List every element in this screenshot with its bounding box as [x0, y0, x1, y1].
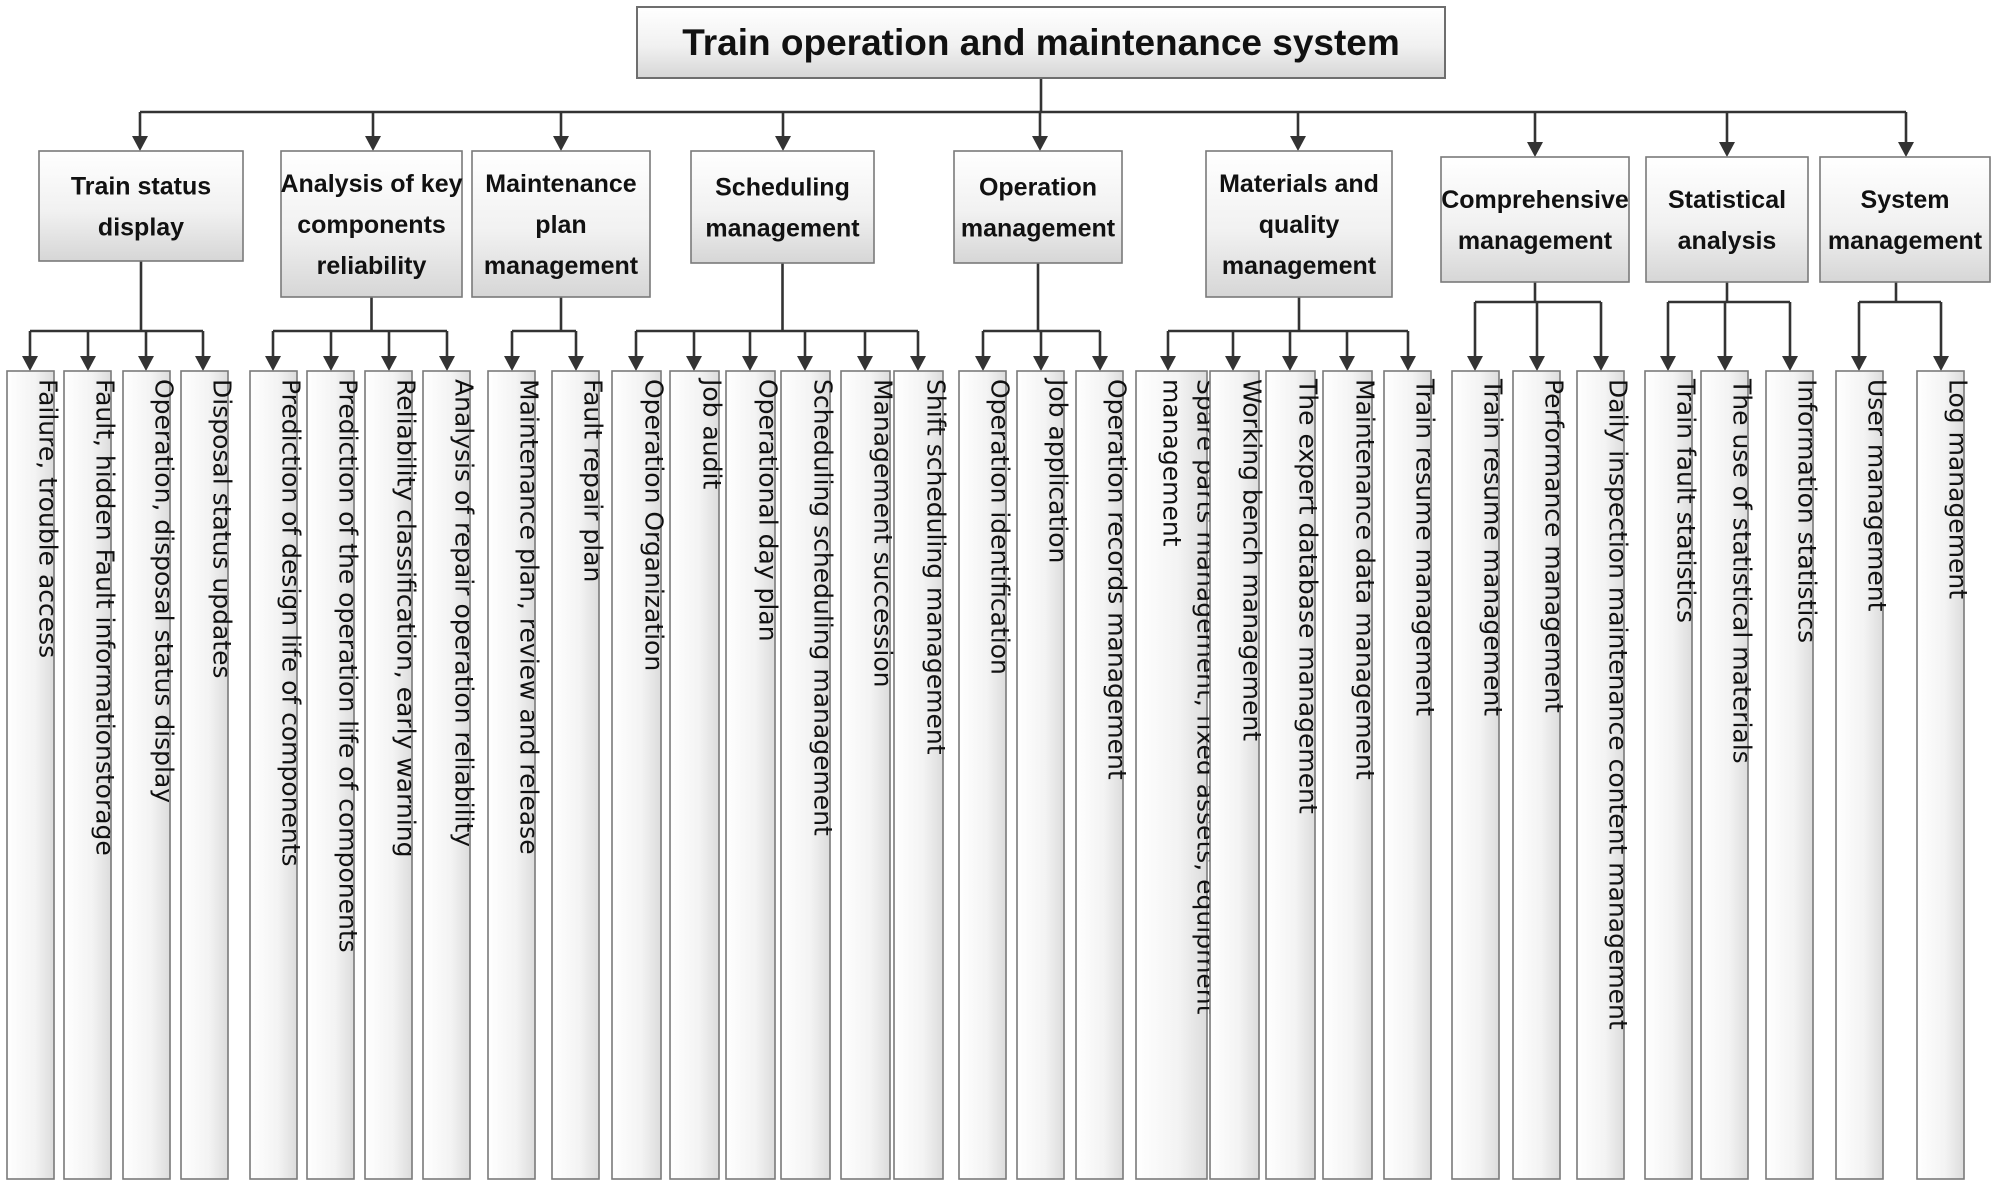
leaf-node: Operation Organization	[611, 370, 669, 1180]
category-label: display	[98, 214, 184, 242]
leaf-label: Analysis of repair operation reliability	[450, 379, 479, 847]
category-label: Maintenance	[485, 170, 637, 198]
category-label: Statistical	[1668, 186, 1786, 214]
leaf-label: The use of statistical materials	[1728, 378, 1757, 764]
category-label: Comprehensive	[1441, 186, 1629, 214]
leaf-node: The use of statistical materials	[1700, 370, 1757, 1180]
leaf-node: Maintenance plan, review and release	[487, 370, 544, 1180]
leaf-node: Train fault statistics	[1644, 370, 1701, 1180]
leaf-label: Scheduling scheduling management	[809, 379, 838, 836]
leaf-label: Operation identification	[986, 379, 1015, 675]
category-node: System management	[1819, 156, 1991, 283]
leaf-node: Operation identification	[958, 370, 1015, 1180]
leaf-node: Performance management	[1512, 370, 1569, 1180]
leaf-label: Log management	[1944, 379, 1973, 599]
leaf-node: Train resume management	[1451, 370, 1508, 1180]
leaf-label: Daily inspection maintenance content man…	[1604, 379, 1633, 1030]
leaf-node: Maintenance data management	[1322, 370, 1380, 1180]
leaf-label: Performance management	[1540, 379, 1569, 713]
leaf-node: Scheduling scheduling management	[780, 370, 838, 1180]
leaf-node: Operational day plan	[725, 370, 783, 1180]
leaf-node: Operation records management	[1075, 370, 1132, 1180]
leaf-node: User management	[1835, 370, 1892, 1180]
category-label: Train status	[71, 173, 211, 201]
leaf-node: Fault, hidden Fault informationstorage	[63, 370, 120, 1180]
leaf-node: Shift scheduling management	[893, 370, 951, 1180]
leaf-label: Fault, hidden Fault informationstorage	[91, 379, 120, 856]
category-label: management	[1222, 252, 1377, 280]
leaf-node: Working bench management	[1209, 370, 1267, 1180]
category-node: Comprehensive management	[1440, 156, 1630, 283]
leaf-node: Train resume management	[1383, 370, 1440, 1180]
leaf-label: Job audit	[698, 377, 727, 489]
leaf-node: Prediction of design life of components	[249, 370, 306, 1180]
leaf-label: Job application	[1044, 377, 1073, 563]
leaf-node: Disposal status updates	[180, 370, 237, 1180]
leaf-label: Prediction of the operation life of comp…	[334, 379, 363, 953]
leaf-label: Operational day plan	[754, 379, 783, 642]
leaf-node: Fault repair plan	[551, 370, 608, 1180]
category-label: System	[1861, 186, 1950, 214]
leaf-node: Daily inspection maintenance content man…	[1576, 370, 1633, 1180]
category-label: Operation	[979, 174, 1097, 202]
leaf-node: Job audit	[669, 370, 727, 1180]
leaf-label: Maintenance plan, review and release	[515, 379, 544, 855]
leaf-label: Information statistics	[1793, 379, 1822, 643]
leaf-node: Prediction of the operation life of comp…	[306, 370, 363, 1180]
leaf-label: management	[1158, 379, 1187, 547]
category-label: reliability	[317, 252, 427, 280]
leaf-node: Information statistics	[1765, 370, 1822, 1180]
category-label: management	[1458, 227, 1613, 255]
leaf-label: The expert database management	[1294, 378, 1323, 814]
category-node: Maintenance plan management	[471, 150, 651, 298]
category-label: management	[1828, 227, 1983, 255]
root-title: Train operation and maintenance system	[682, 22, 1400, 63]
leaf-label: Disposal status updates	[208, 379, 237, 679]
category-node: Scheduling management	[690, 150, 875, 264]
category-node: Operation management	[953, 150, 1123, 264]
leaf-node: Spare parts management, fixed assets, eq…	[1135, 370, 1221, 1180]
category-node: Materials and quality management	[1205, 150, 1393, 298]
leaf-label: Working bench management	[1238, 379, 1267, 741]
leaf-label: Shift scheduling management	[922, 379, 951, 755]
leaf-label: Prediction of design life of components	[277, 379, 306, 867]
leaf-node: Job application	[1016, 370, 1073, 1180]
leaf-node: The expert database management	[1265, 370, 1323, 1180]
category-label: management	[705, 215, 860, 243]
leaf-label: Train resume management	[1411, 378, 1440, 716]
leaf-node: Management succession	[840, 370, 898, 1180]
category-label: quality	[1259, 211, 1340, 239]
category-node: Statistical analysis	[1645, 156, 1809, 283]
leaf-label: Operation Organization	[640, 379, 669, 671]
leaf-node: Failure, trouble access	[6, 370, 63, 1180]
connector-lines	[22, 78, 1949, 371]
root-node: Train operation and maintenance system	[636, 6, 1446, 79]
leaf-label: Management succession	[869, 379, 898, 688]
leaf-label: Operation records management	[1103, 379, 1132, 780]
leaf-node: Operation, disposal status display	[122, 370, 179, 1180]
leaf-node: Reliability classification, early warnin…	[364, 370, 421, 1180]
leaf-label: Reliability classification, early warnin…	[392, 379, 421, 857]
category-label: management	[961, 215, 1116, 243]
leaf-label: Operation, disposal status display	[150, 379, 179, 803]
category-label: components	[297, 211, 446, 239]
category-label: Scheduling	[715, 174, 850, 202]
leaf-label: Train resume management	[1479, 378, 1508, 716]
leaf-label: Maintenance data management	[1351, 379, 1380, 780]
category-label: plan	[535, 211, 586, 239]
category-label: Analysis of key	[280, 170, 462, 198]
category-label: Materials and	[1219, 170, 1379, 198]
leaf-node: Log management	[1916, 370, 1973, 1180]
leaf-label: Failure, trouble access	[34, 379, 63, 658]
leaf-label: Fault repair plan	[579, 379, 608, 582]
category-node: Train status display	[38, 150, 244, 262]
leaf-label: Train fault statistics	[1672, 378, 1701, 623]
category-label: analysis	[1678, 227, 1777, 255]
category-label: management	[484, 252, 639, 280]
boxes-layer: Train operation and maintenance systemTr…	[6, 6, 1991, 1180]
category-node: Analysis of key components reliability	[280, 150, 463, 298]
leaf-node: Analysis of repair operation reliability	[422, 370, 479, 1180]
leaf-label: User management	[1863, 379, 1892, 612]
